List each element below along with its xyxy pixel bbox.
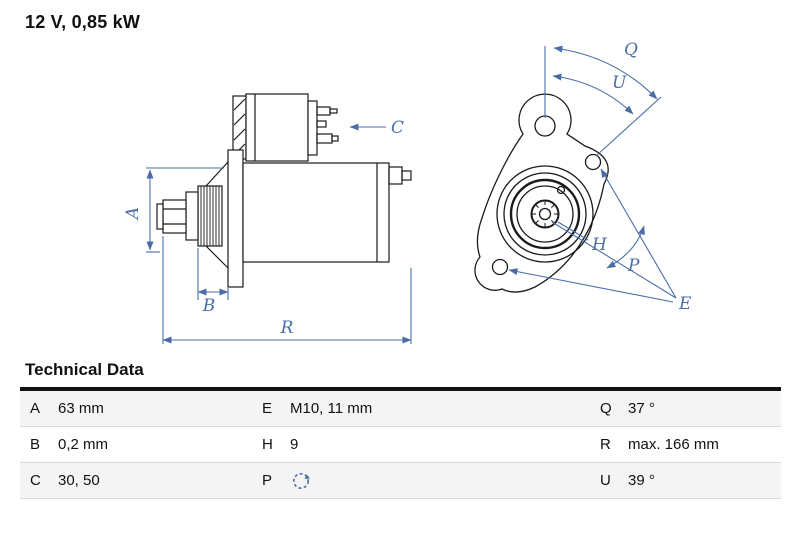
product-spec-title: 12 V, 0,85 kW <box>25 12 141 32</box>
spec-value <box>288 470 590 492</box>
technical-drawing: A B C R Q U H P E <box>123 40 692 344</box>
table-row: B 0,2 mm H 9 R max. 166 mm <box>20 427 781 463</box>
dim-label-b: B <box>202 296 216 316</box>
dim-label-p: P <box>627 256 640 276</box>
spec-value: 37 ° <box>628 400 655 417</box>
side-view-starter <box>156 93 412 288</box>
spec-value: 0,2 mm <box>58 436 109 453</box>
spec-key: H <box>262 436 273 453</box>
spec-key: U <box>600 472 611 489</box>
dim-label-u: U <box>612 73 627 93</box>
spec-key: E <box>262 400 273 417</box>
spec-value: 30, 50 <box>58 472 100 489</box>
dimension-lines <box>146 45 677 344</box>
heading-rule <box>20 387 781 391</box>
dim-label-r: R <box>280 318 294 338</box>
technical-data-section: Technical Data A 63 mm E M10, 11 mm Q 37… <box>20 360 781 499</box>
spec-key: Q <box>600 400 612 417</box>
spec-value: 9 <box>290 436 299 453</box>
table-row: A 63 mm E M10, 11 mm Q 37 ° <box>20 391 781 427</box>
spec-value: 39 ° <box>628 472 655 489</box>
spec-key: P <box>262 472 273 489</box>
spec-key: C <box>30 472 41 489</box>
dim-label-a: A <box>123 207 143 221</box>
front-view-flange <box>474 93 609 293</box>
spec-key: R <box>600 436 611 453</box>
spec-value: max. 166 mm <box>628 436 719 453</box>
table-row: C 30, 50 P U 39 ° <box>20 463 781 499</box>
dim-label-e: E <box>678 294 692 314</box>
dim-label-h: H <box>591 235 608 255</box>
technical-data-table: A 63 mm E M10, 11 mm Q 37 ° B 0,2 mm H 9… <box>20 391 781 499</box>
dim-label-q: Q <box>624 40 638 60</box>
spec-key: B <box>30 436 41 453</box>
dim-label-c: C <box>391 118 404 138</box>
rotation-ccw-icon <box>290 470 312 492</box>
spec-key: A <box>30 400 41 417</box>
technical-data-heading: Technical Data <box>25 360 144 379</box>
spec-value: 63 mm <box>58 400 104 417</box>
spec-value: M10, 11 mm <box>290 400 373 417</box>
